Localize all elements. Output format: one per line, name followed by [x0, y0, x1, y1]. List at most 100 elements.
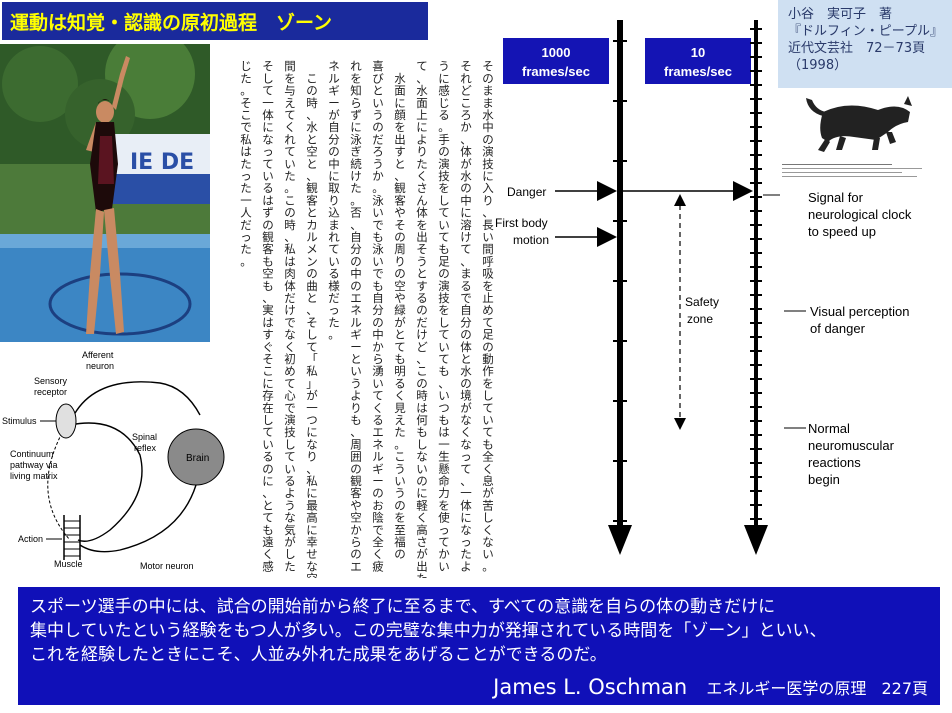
svg-text:で: で: [240, 120, 252, 134]
continuum-label-3: living matrix: [10, 471, 58, 481]
svg-text:そ: そ: [482, 59, 494, 73]
right-tick: [750, 420, 762, 422]
right-tick: [750, 28, 762, 30]
svg-text:そ: そ: [262, 352, 274, 366]
svg-text:最: 最: [306, 498, 318, 512]
svg-text:は: は: [416, 401, 428, 415]
svg-text:体: 体: [460, 145, 472, 159]
svg-text:が: が: [284, 535, 296, 549]
svg-text:て: て: [438, 535, 450, 549]
svg-text:め: め: [482, 303, 494, 317]
svg-text:て: て: [438, 230, 450, 244]
svg-text:、: 、: [460, 132, 472, 146]
svg-text:な: な: [416, 450, 428, 464]
svg-text:て: て: [482, 425, 494, 439]
svg-text:し: し: [482, 389, 494, 403]
right-timeline-bar: [754, 20, 758, 525]
citation-book: 『ドルフィン・ピープル』: [788, 24, 943, 39]
svg-text:た: た: [240, 157, 252, 171]
svg-text:た: た: [460, 547, 472, 561]
right-tick: [750, 238, 762, 240]
right-tick: [750, 126, 762, 128]
svg-text:は: は: [284, 254, 296, 268]
svg-text:と: と: [394, 157, 406, 171]
svg-text:た: た: [328, 315, 340, 329]
svg-text:に: に: [328, 169, 340, 183]
svg-text:ど: ど: [460, 84, 472, 98]
svg-text:り: り: [482, 193, 494, 207]
svg-text:つ: つ: [306, 413, 318, 427]
annotation-panel: Signal for neurological clock to speed u…: [784, 190, 912, 487]
credit-author: James L. Oschman: [493, 675, 688, 699]
svg-text:を: を: [394, 120, 406, 134]
svg-text:も: も: [394, 352, 406, 366]
svg-text:一: 一: [240, 193, 252, 207]
svg-text:る: る: [394, 376, 406, 390]
svg-text:と: と: [460, 352, 472, 366]
svg-text:一: 一: [460, 486, 472, 500]
svg-text:使: 使: [438, 511, 450, 525]
svg-text:か: か: [372, 340, 384, 354]
svg-text:至: 至: [394, 523, 406, 537]
svg-text:出: 出: [416, 559, 428, 573]
visual-label-2: of danger: [810, 321, 866, 336]
svg-text:演: 演: [438, 279, 450, 293]
svg-text:分: 分: [372, 303, 384, 317]
svg-text:分: 分: [328, 132, 340, 146]
svg-text:命: 命: [438, 474, 450, 488]
svg-text:明: 明: [394, 364, 406, 378]
svg-text:や: や: [350, 498, 362, 512]
svg-text:ろ: ろ: [460, 108, 472, 122]
svg-text:。: 。: [394, 437, 406, 451]
svg-text:、: 、: [306, 303, 318, 317]
svg-text:だ: だ: [328, 291, 340, 305]
svg-text:自: 自: [328, 120, 340, 134]
right-tick: [750, 280, 762, 282]
svg-text:も: も: [438, 242, 450, 256]
muscle-label: Muscle: [54, 559, 83, 569]
svg-text:い: い: [372, 96, 384, 110]
svg-text:間: 間: [284, 59, 296, 73]
brain-shape: [167, 428, 225, 486]
svg-text:っ: っ: [460, 535, 472, 549]
right-tick: [750, 168, 762, 170]
svg-text:中: 中: [460, 193, 472, 207]
svg-text:と: と: [306, 157, 318, 171]
svg-text:り: り: [350, 401, 362, 415]
svg-text:る: る: [284, 474, 296, 488]
svg-text:顔: 顔: [394, 108, 406, 122]
svg-text:を: を: [482, 279, 494, 293]
svg-text:と: と: [306, 291, 318, 305]
svg-text:全: 全: [372, 535, 384, 549]
svg-text:動: 動: [482, 352, 494, 366]
svg-text:し: し: [306, 328, 318, 342]
svg-text:喜: 喜: [372, 59, 384, 73]
left-tick: [613, 460, 627, 462]
text-column: そして一体になっているはずの観客も空も、実はすぐそこに存在しているのに、とても遠…: [262, 59, 274, 573]
summary-line-2: 集中していたという経験をもつ人が多い。この完璧な集中力が発揮されている時間を「ゾ…: [30, 621, 827, 641]
summary-credit: James L. Oschman エネルギー医学の原理 227頁: [493, 675, 928, 699]
svg-text:ら: ら: [350, 96, 362, 110]
svg-text:感: 感: [262, 559, 274, 573]
svg-text:私: 私: [284, 242, 296, 256]
svg-text:ギ: ギ: [372, 462, 384, 476]
svg-text:い: い: [482, 413, 494, 427]
svg-text:い: い: [284, 462, 296, 476]
right-tick: [750, 98, 762, 100]
svg-text:と: と: [416, 267, 428, 281]
svg-text:高: 高: [416, 523, 428, 537]
svg-text:っ: っ: [328, 303, 340, 317]
right-tick: [750, 308, 762, 310]
svg-text:の: の: [482, 340, 494, 354]
svg-text:水: 水: [460, 169, 472, 183]
svg-text:い: い: [262, 169, 274, 183]
afferent-neuron-path: [69, 381, 201, 424]
right-rate-box: [645, 38, 751, 84]
citation-publisher: 近代文芸社 72－73頁: [788, 41, 926, 56]
svg-text:水: 水: [482, 108, 494, 122]
svg-text:の: の: [438, 145, 450, 159]
svg-text:体: 体: [416, 206, 428, 220]
svg-text:ま: ま: [328, 218, 340, 232]
svg-text:、: 、: [350, 425, 362, 439]
